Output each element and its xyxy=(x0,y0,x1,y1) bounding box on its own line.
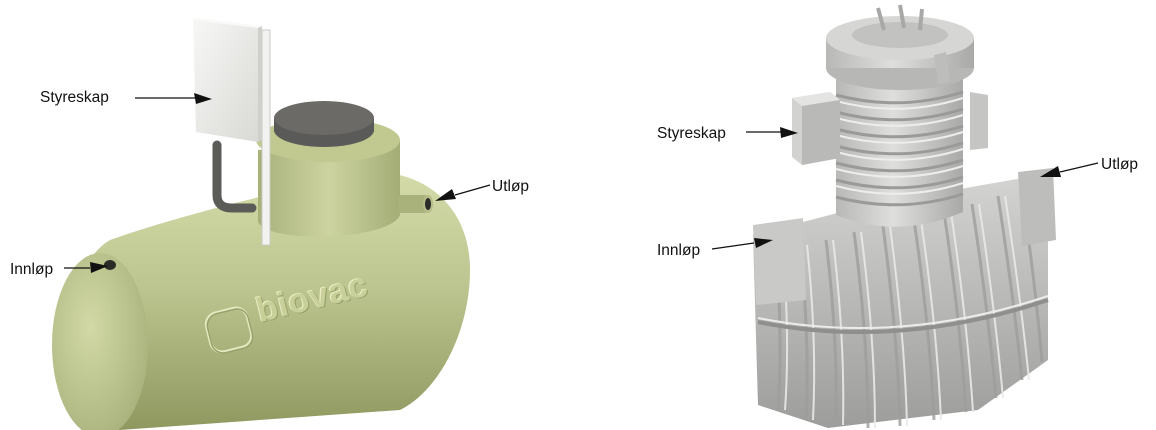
horizontal-tank-illustration xyxy=(0,0,578,430)
outlet-pipe xyxy=(398,195,433,213)
ribbed-tank-panel: Styreskap Utløp Innløp xyxy=(578,0,1156,430)
tank-lid xyxy=(826,5,974,90)
label-control-cabinet: Styreskap xyxy=(657,126,726,142)
cabinet-pipe xyxy=(217,145,252,208)
label-control-cabinet: Styreskap xyxy=(40,90,109,106)
ribbed-tank-illustration xyxy=(578,0,1156,430)
inlet-hole xyxy=(104,260,116,270)
cabinet-post xyxy=(262,30,270,245)
manhole-dome xyxy=(256,101,400,237)
label-outlet: Utløp xyxy=(492,179,529,195)
control-cabinet xyxy=(193,18,262,142)
label-outlet: Utløp xyxy=(1101,157,1138,173)
label-inlet: Innløp xyxy=(657,243,700,259)
horizontal-tank-panel: biovac Styreskap Utløp Innløp xyxy=(0,0,578,430)
label-inlet: Innløp xyxy=(10,262,53,278)
